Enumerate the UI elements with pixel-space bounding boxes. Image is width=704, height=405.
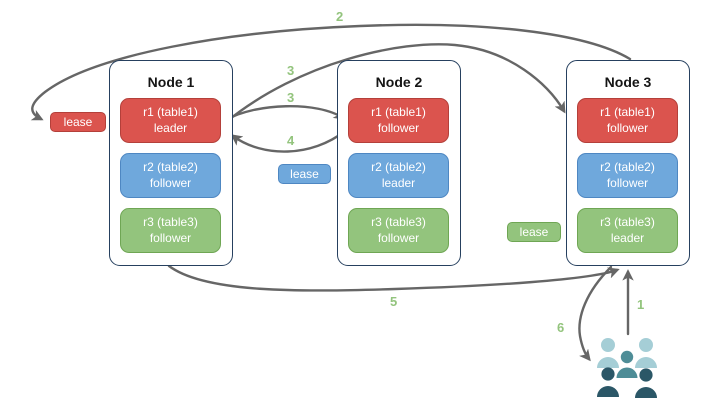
node-2-title: Node 2 [375,74,423,90]
node-2-replica-r1: r1 (table1) follower [348,98,449,143]
replica-role: follower [606,120,649,135]
replica-role: follower [606,175,649,190]
node-1-replica-r3: r3 (table3) follower [120,208,221,253]
replica-role: leader [610,230,645,245]
node-2-replica-r2: r2 (table2) leader [348,153,449,198]
replica-role: follower [377,120,420,135]
replica-role: follower [377,230,420,245]
replica-role: follower [149,175,192,190]
replica-role: follower [149,230,192,245]
node-3: Node 3 r1 (table1) follower r2 (table2) … [566,60,690,266]
replica-name: r3 (table3) [371,214,426,229]
node-3-replica-r2: r2 (table2) follower [577,153,678,198]
lease-badge-r2: lease [278,164,331,184]
replica-name: r2 (table2) [600,159,655,174]
step-label-5: 5 [390,294,398,309]
replica-name: r3 (table3) [143,214,198,229]
step-label-3a: 3 [287,63,295,78]
replica-name: r3 (table3) [600,214,655,229]
replica-name: r2 (table2) [371,159,426,174]
node-1-title: Node 1 [147,74,195,90]
step-label-1: 1 [637,297,645,312]
lease-badge-r1: lease [50,112,106,132]
node-1-replica-r2: r2 (table2) follower [120,153,221,198]
lease-badge-r3: lease [507,222,561,242]
node-2: Node 2 r1 (table1) follower r2 (table2) … [337,60,461,266]
node-3-replica-r3: r3 (table3) leader [577,208,678,253]
node-1-replica-r1: r1 (table1) leader [120,98,221,143]
replica-name: r1 (table1) [143,104,198,119]
step-label-3b: 3 [287,90,295,105]
node-3-title: Node 3 [604,74,652,90]
step-label-2: 2 [336,9,344,24]
users-icon [597,338,657,398]
arrow-step-6 [578,265,613,362]
arrow-step-3-to-node2 [224,105,346,122]
replica-name: r2 (table2) [143,159,198,174]
arrow-step-5 [167,264,620,292]
node-2-replica-r3: r3 (table3) follower [348,208,449,253]
replica-name: r1 (table1) [600,104,655,119]
node-3-replica-r1: r1 (table1) follower [577,98,678,143]
replica-role: leader [381,175,416,190]
step-label-6: 6 [557,320,565,335]
node-1: Node 1 r1 (table1) leader r2 (table2) fo… [109,60,233,266]
replica-name: r1 (table1) [371,104,426,119]
replica-role: leader [153,120,188,135]
step-label-4: 4 [287,133,295,148]
